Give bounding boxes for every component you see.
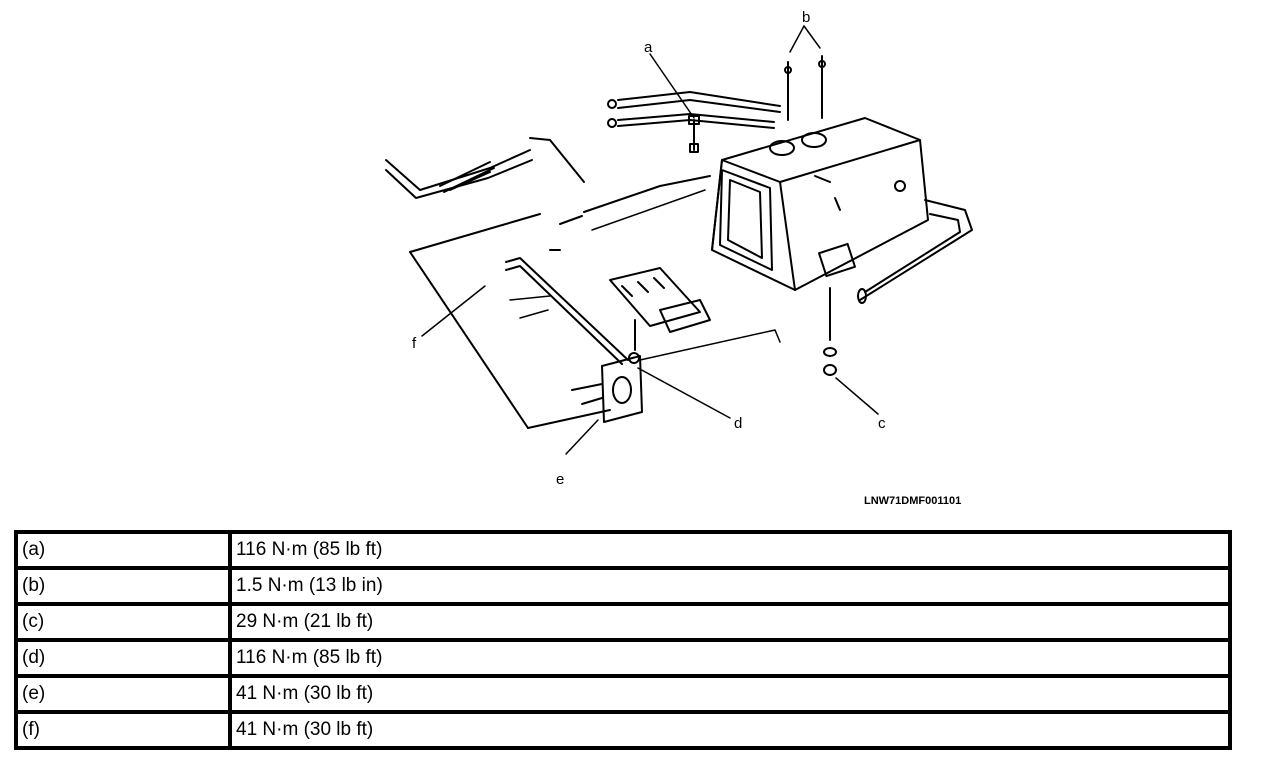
row-value: 116 N·m (85 lb ft)	[230, 640, 1230, 676]
tank-bracket	[609, 267, 711, 351]
fuel-hoses	[607, 91, 781, 129]
table-row: (e) 41 N·m (30 lb ft)	[16, 676, 1230, 712]
row-key: (c)	[16, 604, 230, 640]
row-key: (a)	[16, 532, 230, 568]
mounting-lines	[509, 189, 781, 361]
row-value: 116 N·m (85 lb ft)	[230, 532, 1230, 568]
row-value: 41 N·m (30 lb ft)	[230, 676, 1230, 712]
callout-c: c	[878, 415, 886, 432]
valve-assembly	[571, 352, 643, 423]
fuel-tank	[711, 117, 929, 291]
figure-id-label: LNW71DMF001101	[864, 495, 961, 507]
leader-lines	[421, 25, 879, 455]
torque-spec-table: (a) 116 N·m (85 lb ft) (b) 1.5 N·m (13 l…	[14, 530, 1232, 750]
row-key: (f)	[16, 712, 230, 748]
row-value: 29 N·m (21 lb ft)	[230, 604, 1230, 640]
screws-b	[784, 55, 826, 121]
callout-d: d	[734, 415, 742, 432]
bolt-a	[688, 115, 700, 153]
row-value: 1.5 N·m (13 lb in)	[230, 568, 1230, 604]
nut-c	[823, 287, 837, 376]
fuel-line	[505, 175, 711, 365]
filler-pipe	[385, 137, 611, 429]
return-hose	[857, 199, 973, 304]
row-value: 41 N·m (30 lb ft)	[230, 712, 1230, 748]
table-row: (c) 29 N·m (21 lb ft)	[16, 604, 1230, 640]
callout-a: a	[644, 39, 653, 56]
callout-e: e	[556, 471, 564, 488]
callout-b: b	[802, 9, 810, 26]
table-row: (b) 1.5 N·m (13 lb in)	[16, 568, 1230, 604]
callout-f: f	[412, 335, 417, 352]
row-key: (b)	[16, 568, 230, 604]
table-row: (f) 41 N·m (30 lb ft)	[16, 712, 1230, 748]
row-key: (d)	[16, 640, 230, 676]
table-row: (a) 116 N·m (85 lb ft)	[16, 532, 1230, 568]
fuel-tank-exploded-diagram: a b c d e f LNW71DMF001101	[360, 0, 1000, 520]
row-key: (e)	[16, 676, 230, 712]
table-row: (d) 116 N·m (85 lb ft)	[16, 640, 1230, 676]
